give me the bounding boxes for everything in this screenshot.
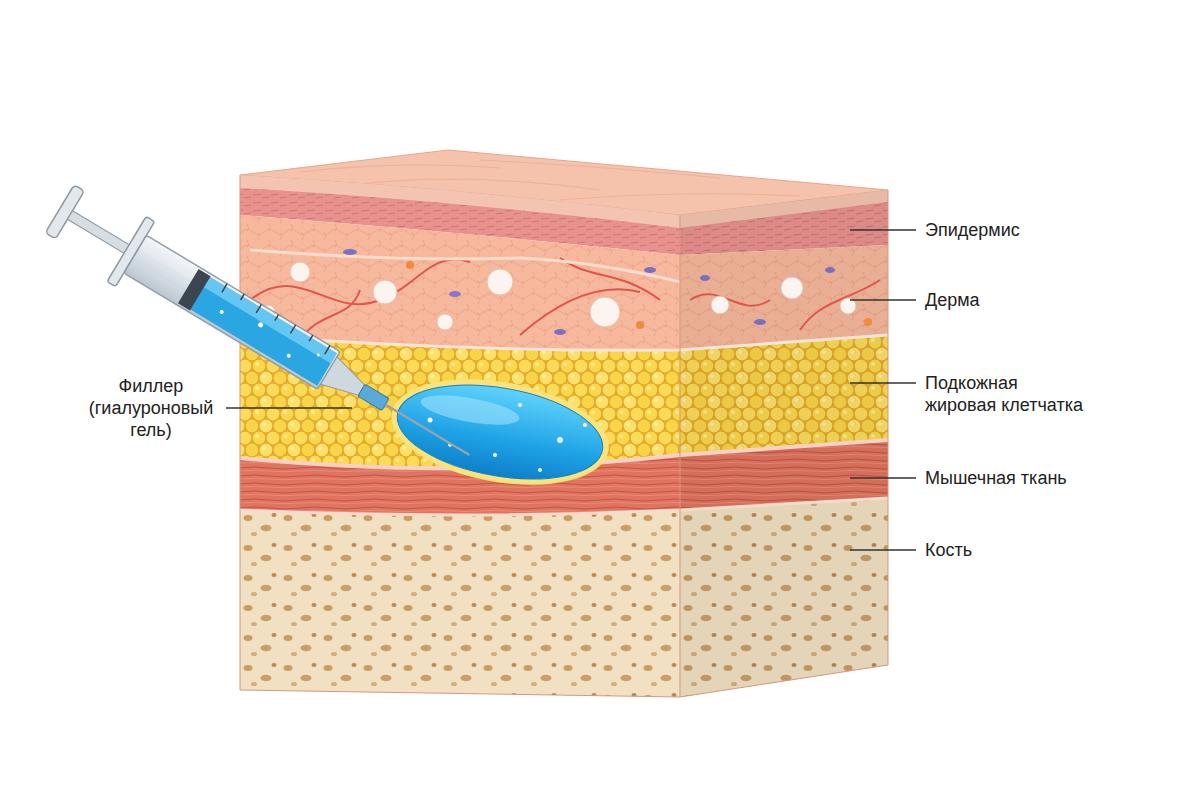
dermis-layer [240,215,680,350]
leader-line [850,299,916,301]
filler-gel [383,364,617,501]
part-label: Кость [925,539,1125,561]
part-label: Филлер (гиалуроновый гель) [80,375,222,441]
syringe [40,176,489,487]
leader-line [226,407,352,409]
leader-line [850,477,916,479]
part-label: Эпидермис [925,219,1125,241]
layer-boundaries [240,175,888,697]
dermis-details [250,249,680,340]
part-label: Мышечная ткань [925,467,1125,489]
leader-line [850,229,916,231]
part-label: Подкожная жировая клетчатка [925,372,1089,416]
leader-line [850,382,916,384]
leader-lines [226,230,916,550]
bone-layer [240,510,680,697]
stratum-corneum [240,175,680,228]
part-label: Дерма [925,289,1125,311]
dermis-details-side [690,267,880,330]
front-face [240,175,680,697]
leader-line [850,549,916,551]
